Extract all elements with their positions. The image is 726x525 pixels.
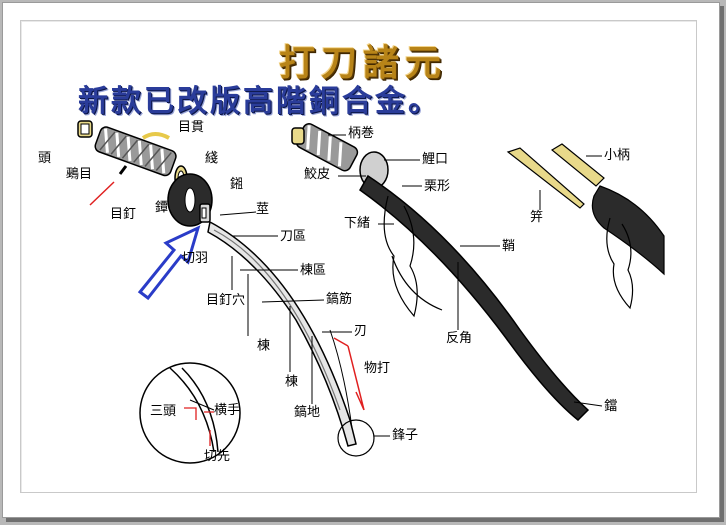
label-menuki: 目貫 — [178, 120, 205, 135]
kissaki-circle-marker — [337, 419, 375, 457]
kissaki-detail — [139, 362, 241, 464]
label-sori: 反角 — [446, 331, 473, 346]
label-kozuka: 小柄 — [604, 148, 631, 163]
label-samegawa: 鮫皮 — [304, 167, 331, 182]
poster-inner-border — [20, 20, 697, 493]
poster-frame — [2, 2, 720, 518]
page-subtitle: 新款已改版高階銅合金。 — [78, 84, 441, 119]
label-kashira: 頭 — [38, 151, 52, 166]
kogai-part — [506, 147, 585, 209]
menuki-part — [141, 132, 170, 140]
saya-assembly — [291, 123, 590, 422]
saya-detail — [591, 185, 665, 276]
label-mekugi: 目釘 — [110, 207, 137, 222]
label-mekugiana: 目釘穴 — [206, 293, 246, 308]
label-ito: 綫 — [205, 151, 219, 166]
label-ha: 刃 — [354, 324, 368, 339]
hilt-assembly — [77, 120, 213, 301]
label-kissaki-tip: 切先 — [204, 449, 231, 464]
label-shinogi: 鎬筋 — [326, 292, 353, 307]
label-mune: 棟 — [282, 374, 297, 387]
label-kissaki: 鋒子 — [392, 428, 419, 443]
label-koiguchi: 鯉口 — [422, 152, 449, 167]
tsuka-part — [94, 126, 177, 177]
label-kogai: 笄 — [530, 210, 544, 225]
blade-leader-lines — [219, 211, 352, 404]
label-sageo: 下緒 — [344, 216, 371, 231]
label-hamachi: 刀區 — [280, 229, 307, 244]
label-tsuba: 鐔 — [152, 200, 167, 213]
label-shitodome: 鵐目 — [66, 167, 93, 182]
label-munemachi: 棟區 — [300, 263, 327, 278]
label-seppa: 切羽 — [182, 251, 209, 266]
saya-leader-lines — [328, 134, 603, 407]
seppa-blue-arrow — [137, 225, 201, 301]
label-kojiri: 鐺 — [604, 399, 618, 414]
label-mune-vertical: 棟 — [254, 338, 269, 351]
page-title: 打刀諸元 — [278, 42, 447, 84]
label-nakago: 莖 — [256, 202, 270, 217]
label-shinogiji: 鎬地 — [294, 405, 321, 420]
kozuka-part — [550, 143, 605, 187]
fittings-right — [506, 143, 665, 310]
label-saya: 鞘 — [502, 239, 516, 254]
label-mitsukashira: 三頭 — [150, 404, 177, 419]
monouchi-red-marker — [333, 337, 365, 411]
label-yokote: 横手 — [214, 403, 241, 418]
label-monouchi: 物打 — [364, 361, 391, 376]
label-tsukamaki: 柄巻 — [348, 126, 375, 141]
mekugi-red-pointer — [89, 181, 115, 206]
label-kurikata: 栗形 — [424, 179, 451, 194]
label-habaki: 鎺 — [230, 177, 244, 192]
blade — [207, 220, 357, 447]
